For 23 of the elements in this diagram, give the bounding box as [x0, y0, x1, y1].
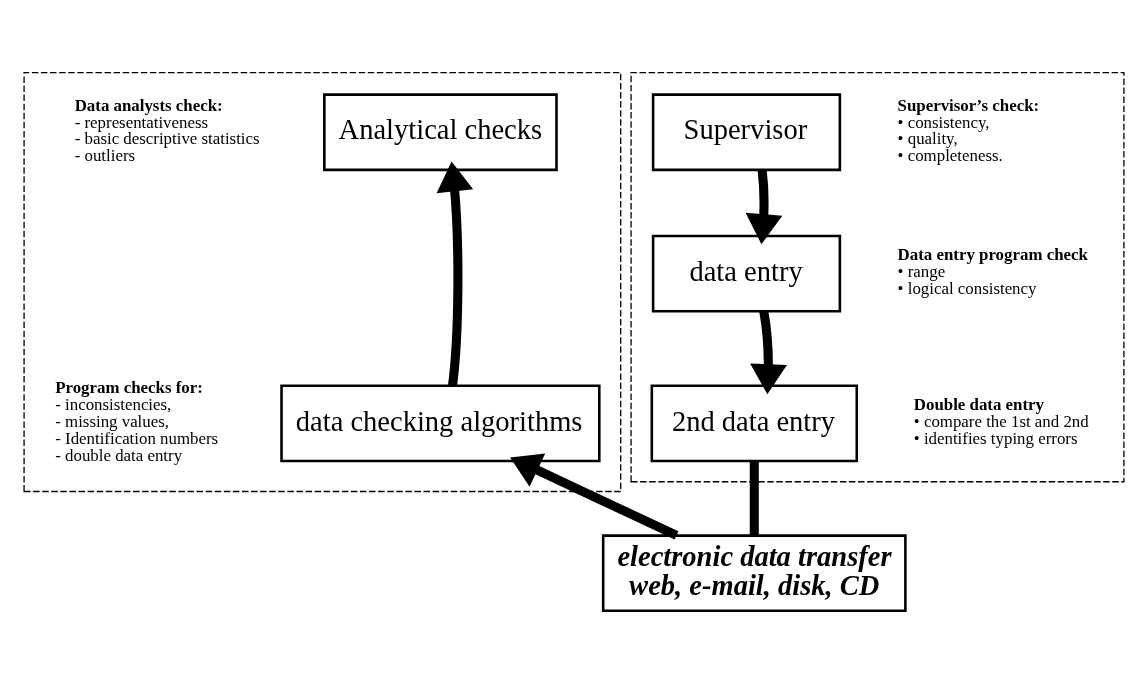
- connector: [749, 461, 759, 536]
- arrow: [436, 161, 474, 386]
- node-label: - outliers: [74, 146, 136, 166]
- node-label: • quality,: [897, 129, 958, 149]
- node-label: Data entry program check: [897, 245, 1088, 265]
- node-label: - double data entry: [55, 445, 183, 465]
- node-label: • range: [897, 262, 946, 282]
- node-label: Supervisor’s check:: [897, 95, 1040, 115]
- node-box: Supervisor: [651, 93, 842, 172]
- node-label: - missing values,: [55, 412, 169, 432]
- node-label: Program checks for:: [55, 378, 203, 398]
- node-label: Double data entry: [913, 395, 1045, 415]
- arrow: [510, 453, 679, 540]
- arrow: [745, 169, 783, 245]
- arrow: [750, 310, 787, 395]
- node-box: data entry: [651, 234, 842, 313]
- node-box: data checking algorithms: [280, 384, 601, 463]
- node-box: 2nd data entry: [650, 384, 859, 463]
- cluster: [630, 71, 1125, 483]
- node-box: electronic data transfer web, e-mail, disk, CD: [601, 534, 907, 613]
- node-box: Analytical checks: [323, 93, 558, 172]
- cluster: [23, 71, 622, 493]
- node-label: Data analysts check:: [74, 95, 223, 115]
